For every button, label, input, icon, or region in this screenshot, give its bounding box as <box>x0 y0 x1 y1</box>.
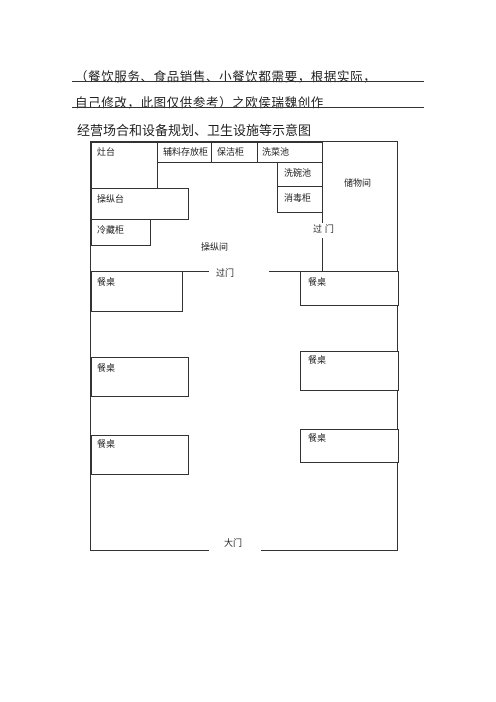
dining-table-2: 餐桌 <box>300 271 399 306</box>
pass-door-center-label: 过门 <box>216 269 235 279</box>
fridge-box: 冷藏柜 <box>91 219 151 246</box>
pass-door-right-label: 过 门 <box>313 225 334 235</box>
clean-cabinet-label: 保洁柜 <box>217 148 245 158</box>
disinfect-cabinet-label: 消毒柜 <box>284 194 312 204</box>
fridge-label: 冷藏柜 <box>97 226 125 236</box>
floor-plan: 灶台 辅料存放柜 保洁柜 洗菜池 洗碗池 消毒柜 储物间 操纵台 冷藏柜 过 门… <box>90 141 399 551</box>
header-note-line-1: （餐饮服务、食品销售、小餐饮都需要，根据实际， <box>75 69 377 84</box>
disinfect-cabinet-box: 消毒柜 <box>277 186 323 213</box>
dining-table-1: 餐桌 <box>91 271 183 312</box>
clean-cabinet-box: 保洁柜 <box>211 142 258 163</box>
veg-sink-box: 洗菜池 <box>257 142 323 163</box>
table-label: 餐桌 <box>97 440 116 450</box>
dining-table-6: 餐桌 <box>300 429 399 463</box>
prep-table-label: 操纵台 <box>97 195 125 205</box>
aux-cabinet-label: 辅料存放柜 <box>163 148 209 158</box>
dining-table-4: 餐桌 <box>300 351 399 391</box>
table-label: 餐桌 <box>97 364 116 374</box>
header-underline-1 <box>72 81 424 82</box>
table-label: 餐桌 <box>97 278 116 288</box>
storage-wall-upper <box>322 142 323 223</box>
table-label: 餐桌 <box>308 278 327 288</box>
prep-table-box: 操纵台 <box>91 188 189 220</box>
main-door-label: 大门 <box>224 539 243 549</box>
table-label: 餐桌 <box>308 356 327 366</box>
veg-sink-label: 洗菜池 <box>262 148 290 158</box>
diagram-title: 经营场合和设备规划、卫生设施等示意图 <box>77 124 312 139</box>
storage-wall-lower <box>322 238 323 272</box>
header-underline-2 <box>72 107 424 108</box>
storage-room-label: 储物间 <box>344 179 372 189</box>
main-door-gap <box>209 548 261 551</box>
stove-label: 灶台 <box>97 148 116 158</box>
dining-table-3: 餐桌 <box>91 357 189 397</box>
aux-cabinet-box: 辅料存放柜 <box>157 142 212 163</box>
dish-sink-box: 洗碗池 <box>277 162 323 187</box>
stove-box: 灶台 <box>91 142 158 189</box>
table-label: 餐桌 <box>308 434 327 444</box>
dining-table-5: 餐桌 <box>91 435 189 475</box>
header-note-line-2: 自己修改，此图仅供参考）之欧侯瑞魏创作 <box>75 95 324 110</box>
dish-sink-label: 洗碗池 <box>284 169 312 179</box>
operation-room-label: 操纵间 <box>201 243 229 253</box>
